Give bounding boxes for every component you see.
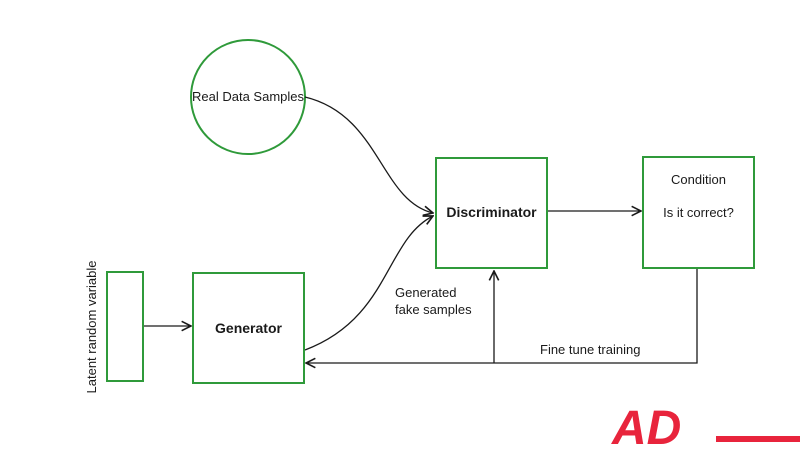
latent-variable-label: Latent random variable <box>84 261 99 394</box>
discriminator-box <box>435 157 548 269</box>
latent-variable-box <box>106 271 144 382</box>
condition-box <box>642 156 755 269</box>
edge-generator-to-discriminator <box>304 216 433 351</box>
generator-box <box>192 272 305 384</box>
condition-question: Is it correct? <box>663 205 734 220</box>
logo-mark: AD <box>611 402 681 450</box>
discriminator-label: Discriminator <box>446 204 537 220</box>
condition-title: Condition <box>671 172 726 187</box>
real-data-label: Real Data Samples <box>192 89 304 104</box>
edge-label-generated-line2: fake samples <box>395 302 472 317</box>
edge-fine-tune-to-generator <box>306 269 698 363</box>
brand-logo: AD <box>611 402 800 450</box>
generator-label: Generator <box>215 320 282 336</box>
logo-underline <box>716 436 800 442</box>
edge-label-fine-tune: Fine tune training <box>540 342 640 357</box>
edge-real-to-discriminator <box>304 96 433 213</box>
edge-label-generated-line1: Generated <box>395 285 456 300</box>
